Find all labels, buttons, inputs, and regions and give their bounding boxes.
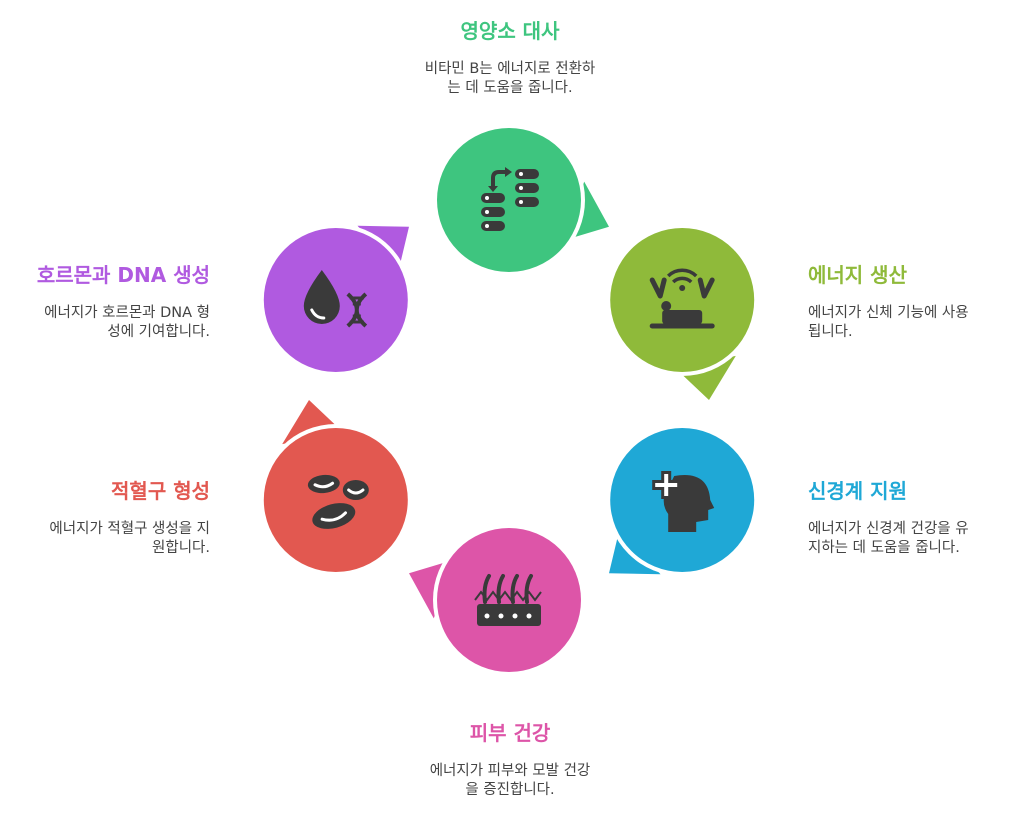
desc-line: 됩니다. — [808, 324, 853, 340]
node-title: 영양소 대사 — [460, 19, 560, 43]
node-label-skin: 피부 건강 에너지가 피부와 모발 건강 을 증진합니다. — [395, 720, 625, 800]
cycle-nodes — [259, 124, 759, 676]
node-label-energy: 에너지 생산 에너지가 신체 기능에 사용 됩니다. — [808, 262, 1023, 342]
node-hormone — [259, 224, 412, 376]
node-label-blood: 적혈구 형성 에너지가 적혈구 생성을 지 원합니다. — [10, 478, 210, 558]
node-circle — [437, 128, 581, 272]
skin-hair-icon — [474, 574, 542, 626]
node-description: 에너지가 적혈구 생성을 지 원합니다. — [10, 520, 210, 558]
node-label-nutrient: 영양소 대사 비타민 B는 에너지로 전환하 는 데 도움을 줍니다. — [395, 18, 625, 98]
node-circle — [610, 228, 755, 372]
drop-dna-icon — [303, 270, 368, 328]
red-blood-cells-icon — [307, 474, 369, 529]
node-label-hormone: 호르몬과 DNA 생성 에너지가 호르몬과 DNA 형 성에 기여합니다. — [10, 262, 210, 342]
node-description: 에너지가 신체 기능에 사용 됩니다. — [808, 304, 1023, 342]
node-circle — [263, 428, 408, 572]
head-plus-icon — [652, 471, 715, 532]
node-description: 에너지가 호르몬과 DNA 형 성에 기여합니다. — [10, 304, 210, 342]
desc-line: 지하는 데 도움을 줍니다. — [808, 540, 960, 556]
node-energy — [606, 224, 759, 376]
node-skin — [433, 524, 585, 676]
desc-line: 에너지가 호르몬과 DNA 형 — [44, 305, 210, 321]
desc-line: 에너지가 신경계 건강을 유 — [808, 521, 969, 537]
desc-line: 에너지가 신체 기능에 사용 — [808, 305, 969, 321]
node-description: 에너지가 신경계 건강을 유 지하는 데 도움을 줍니다. — [808, 520, 1023, 558]
desc-line: 원합니다. — [152, 540, 210, 556]
robot-arms-icon — [649, 268, 715, 329]
node-title: 호르몬과 DNA 생성 — [36, 263, 210, 287]
node-circle — [437, 528, 581, 672]
node-description: 에너지가 피부와 모발 건강 을 증진합니다. — [395, 762, 625, 800]
desc-line: 에너지가 피부와 모발 건강 — [429, 763, 591, 779]
desc-line: 성에 기여합니다. — [107, 324, 210, 340]
node-nutrient — [433, 124, 585, 276]
desc-line: 에너지가 적혈구 생성을 지 — [49, 521, 210, 537]
data-transfer-icon — [481, 167, 539, 231]
desc-line: 을 증진합니다. — [465, 782, 555, 798]
node-title: 피부 건강 — [469, 721, 551, 745]
node-title: 적혈구 형성 — [111, 479, 210, 503]
node-blood — [259, 424, 412, 576]
desc-line: 비타민 B는 에너지로 전환하 — [424, 61, 596, 77]
node-title: 신경계 지원 — [808, 479, 907, 503]
node-nerve — [606, 424, 759, 576]
node-label-nerve: 신경계 지원 에너지가 신경계 건강을 유 지하는 데 도움을 줍니다. — [808, 478, 1023, 558]
node-title: 에너지 생산 — [808, 263, 907, 287]
desc-line: 는 데 도움을 줍니다. — [447, 80, 573, 96]
node-description: 비타민 B는 에너지로 전환하 는 데 도움을 줍니다. — [395, 60, 625, 98]
